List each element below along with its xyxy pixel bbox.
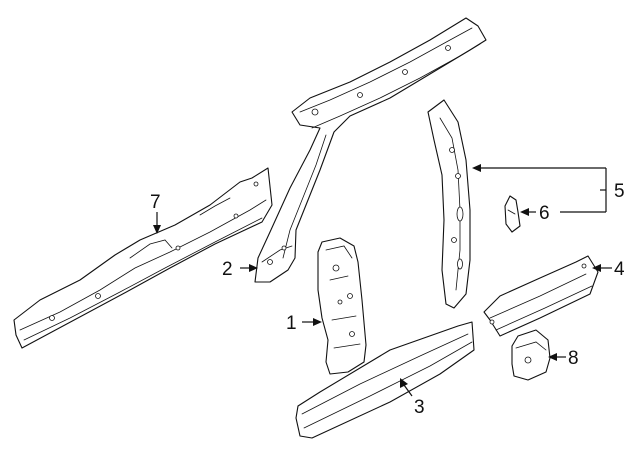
part-5-pillar-panel: [427, 99, 471, 309]
part-1-reinforcement: [317, 237, 367, 375]
callout-2-leader: [240, 264, 258, 272]
callout-1: 1: [286, 313, 297, 334]
callout-4: 4: [614, 259, 625, 280]
part-8-mount: [511, 329, 551, 381]
part-3-rocker-panel: [295, 321, 475, 439]
part-4-rocker-reinforcement: [483, 255, 599, 337]
callout-3: 3: [414, 397, 425, 418]
callout-8-leader: [548, 353, 566, 361]
callout-8: 8: [568, 348, 579, 369]
callout-6-leader: [520, 208, 536, 216]
callout-3-leader: [400, 378, 413, 397]
callout-5: 5: [614, 181, 625, 202]
part-2-pillar-rail: [254, 17, 487, 283]
callout-7: 7: [150, 192, 161, 213]
part-7-rail: [13, 167, 273, 349]
callout-2: 2: [222, 259, 233, 280]
callout-6: 6: [539, 203, 550, 224]
callout-7-leader: [153, 212, 161, 234]
callout-5-leader: [472, 164, 607, 213]
callout-1-leader: [302, 318, 322, 326]
part-6-bracket: [504, 195, 521, 233]
callout-4-leader: [592, 264, 612, 272]
